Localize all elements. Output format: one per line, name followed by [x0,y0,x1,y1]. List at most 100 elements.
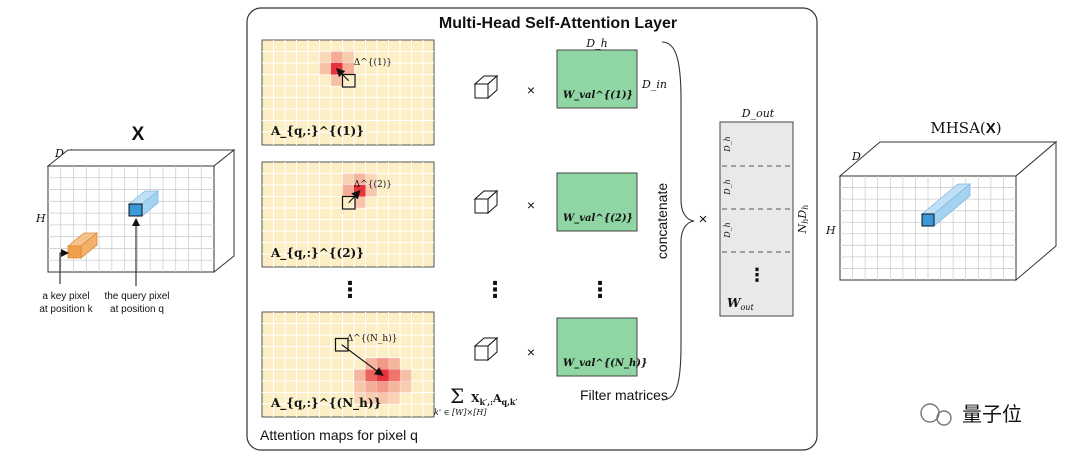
attention-weight-cell [377,358,389,370]
output-matrix-top-label: D_out [741,107,775,120]
value-matrix-height-label: D_in [641,78,667,91]
value-matrix-label: W_val^{(N_h)} [563,358,647,369]
concat-brace [661,41,695,401]
input-cube-top [46,149,236,167]
attention-weight-cell [365,381,377,393]
watermark-text: 量子位 [962,402,1022,426]
attention-weight-cell [342,51,354,63]
value-cube-front [474,345,489,361]
attention-weight-cell [400,369,412,381]
attention-weight-cell [354,392,366,404]
delta-label: Δ^{(N_h)} [347,333,398,344]
output-matrix: D_out D_h D_h D_h ⋮ Wout NhDh [719,107,810,317]
maps-ellipsis: ⋮ [339,277,361,302]
input-height-label: H [35,212,46,225]
filter-matrices-caption: Filter matrices [580,387,668,403]
attention-weight-cell [319,51,331,63]
attention-weight-cell [400,381,412,393]
attention-weight-cell [342,185,354,197]
attention-map-label: A_{q,:}^{(1)} [270,124,364,139]
attention-map-3: Δ^{(N_h)} A_{q,:}^{(N_h)} [261,311,435,418]
head-rows: × W_val^{(1)} × W_val^{(2)} × W_val^{(N_h)} D_… [473,37,667,377]
query-position-box [341,73,356,88]
sum-subscript: k' ∈ [W]×[H] [434,408,487,417]
attention-map-2: Δ^{(2)} A_{q,:}^{(2)} [261,161,435,268]
attention-weight-cell [377,392,389,404]
watermark: 量子位 [920,402,1022,426]
output-matrix-side-label: NhDh [796,205,810,235]
attention-weight-cell [388,392,400,404]
attention-weight-cell [365,173,377,185]
attention-map-1: Δ^{(1)} A_{q,:}^{(1)} [261,39,435,146]
query-position-box [334,337,349,352]
attention-weight-cell [388,358,400,370]
filters-ellipsis: ⋮ [589,277,611,302]
output-query-pixel [921,213,935,227]
key-pixel-arrow [59,249,69,284]
attention-map-label: A_{q,:}^{(2)} [270,246,364,261]
output-row-label-2: D_h [723,179,732,196]
key-pixel-label-2: at position k [39,304,93,315]
attention-weight-cell [365,358,377,370]
key-pixel [67,245,82,259]
layer-title: Multi-Head Self-Attention Layer [439,15,677,32]
shift-arrow [348,189,361,204]
output-tensor: MHSA(X) Dout W H [825,119,1058,282]
head-row-2: × W_val^{(2)} [473,172,638,232]
input-tensor-title: X [132,124,145,145]
delta-label: Δ^{(2)} [354,179,392,190]
shift-arrow [341,344,384,376]
query-pixel-label-1: the query pixel [104,291,169,302]
value-matrix-label: W_val^{(2)} [563,213,633,224]
attention-map-background [261,311,435,418]
multiply-symbol: × [527,197,535,213]
input-cube-side [213,148,235,274]
value-matrix [556,172,638,232]
delta-label: Δ^{(1)} [354,57,392,68]
concat-multiply: × [699,211,708,228]
attention-weight-cell [319,63,331,75]
head-row-3: × W_val^{(N_h)} [473,317,647,377]
output-matrix-rect [719,121,794,317]
output-row-label-3: D_h [723,222,732,239]
values-ellipsis: ⋮ [484,277,506,302]
output-matrix-ellipsis: ⋮ [748,265,766,285]
attention-map-grid [262,40,434,145]
input-tensor: X D_in W H a key pixel at position k the… [35,124,236,315]
value-matrix-label: W_val^{(1)} [563,90,633,101]
output-height-label: H [825,224,836,237]
attention-weight-cell [354,369,366,381]
attention-weight-cell [354,173,366,185]
query-pixel-label-2: at position q [110,304,164,315]
multiply-symbol: × [527,344,535,360]
sum-symbol: Σ [450,384,464,408]
head-row-1: × W_val^{(1)} [473,49,638,109]
value-matrix [556,49,638,109]
query-pixel [128,203,143,217]
query-position-box [341,195,356,210]
value-cube-front [474,198,489,214]
wechat-icon [920,403,940,423]
attention-maps-caption: Attention maps for pixel q [260,427,418,443]
output-row-label-1: D_h [723,136,732,153]
shift-arrow [335,67,350,82]
multiply-symbol: × [527,82,535,98]
attention-weight-cell [342,173,354,185]
attention-maps: Δ^{(1)} A_{q,:}^{(1)} Δ^{(2)} A_{q,:}^{(2)}… [261,39,435,418]
attention-map-label: A_{q,:}^{(N_h)} [270,396,381,411]
input-grid [48,166,214,272]
attention-map-background [261,39,435,146]
attention-weight-cell [388,369,400,381]
attention-weight-cell [354,381,366,393]
attention-weight-cell [388,381,400,393]
wechat-icon-secondary [936,410,952,426]
output-tensor-title: MHSA(X) [930,119,1001,137]
attention-weight-cell [365,185,377,197]
attention-weight-cell [354,196,366,208]
key-pixel-label-1: a key pixel [42,291,89,302]
attention-weight-cell [365,392,377,404]
concat-label: concatenate [654,183,670,259]
attention-weight-cell [331,74,343,86]
value-matrix [556,317,638,377]
value-matrix-width-label: D_h [585,37,607,50]
